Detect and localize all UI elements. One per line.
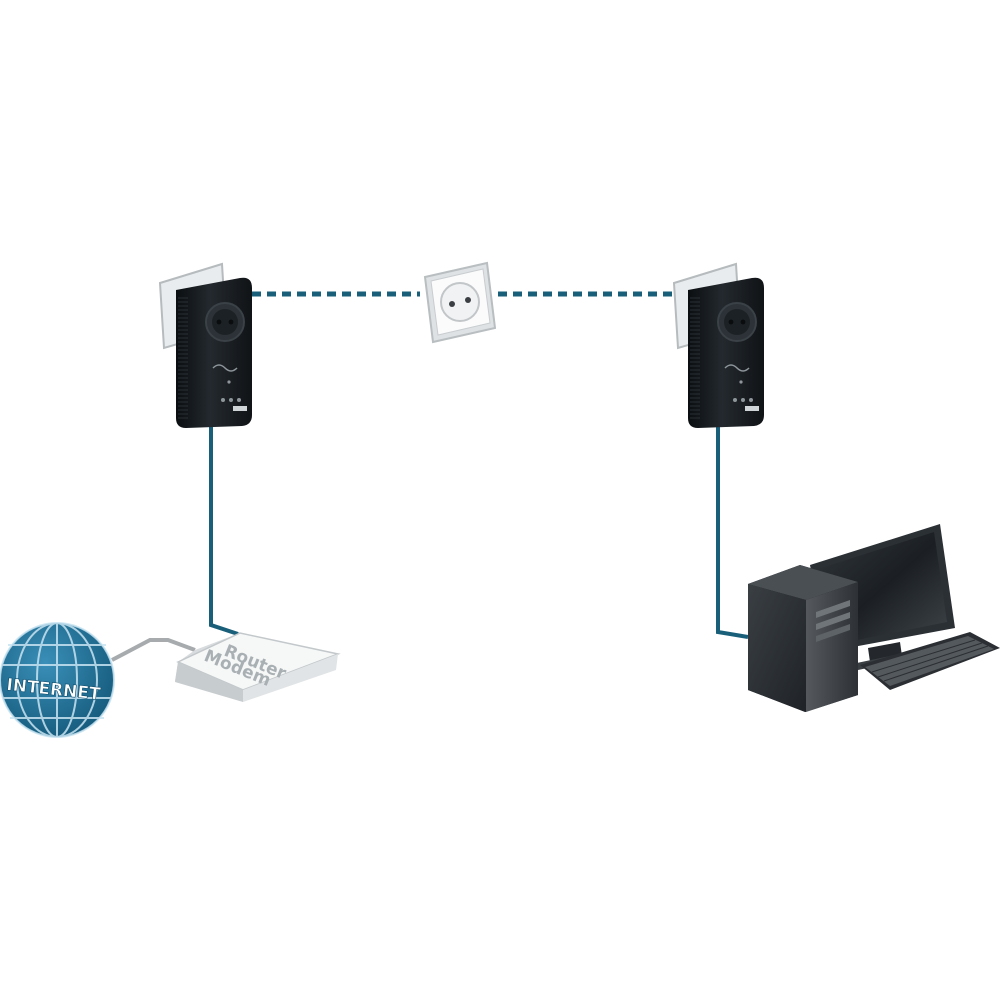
wall-socket-icon: [423, 261, 497, 344]
keyboard-icon: [860, 632, 1000, 690]
cable-adapter-right-to-computer: [716, 425, 749, 639]
desktop-computer-icon: [748, 524, 1000, 712]
router-icon: Modem Router: [175, 632, 341, 702]
powerline-adapter-icon: [158, 262, 252, 428]
powerline-adapter-icon: [672, 262, 764, 428]
cable-internet-to-router: [111, 638, 196, 662]
globe-icon: INTERNET: [0, 622, 115, 738]
cable-router-to-adapter-left: [209, 425, 239, 636]
